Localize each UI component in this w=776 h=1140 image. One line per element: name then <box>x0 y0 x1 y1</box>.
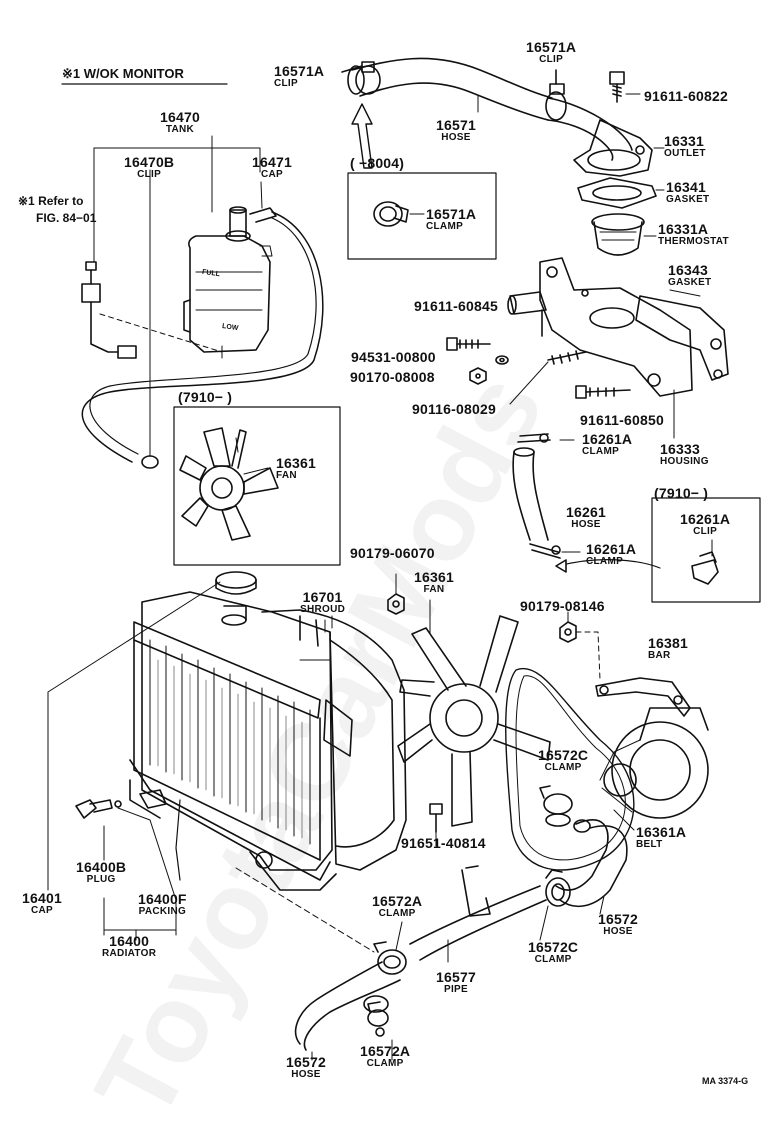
label-16571A-right: 16571A CLIP <box>526 39 577 65</box>
bolt-91611-60822 <box>610 72 640 102</box>
clamp-16572C-top <box>540 786 572 826</box>
label-16261A-bottom: 16261A CLAMP <box>586 541 637 567</box>
label-16470B: 16470B CLIP <box>124 154 175 180</box>
label-16571A-left: 16571A CLIP <box>274 63 325 89</box>
clamp-16572C-bottom <box>546 870 570 906</box>
label-16572C-top: 16572C CLAMP <box>538 747 589 773</box>
label-16361A: 16361A BELT <box>636 824 687 850</box>
asterisk-mark: ※1 <box>62 66 81 81</box>
label-16701: 16701 SHROUD <box>300 589 346 615</box>
reserve-tank-16470 <box>184 207 276 352</box>
label-16470: 16470 TANK <box>160 109 200 135</box>
label-16471: 16471 CAP <box>252 154 292 180</box>
label-16341: 16341 GASKET <box>666 179 710 205</box>
label-16343: 16343 GASKET <box>668 262 712 288</box>
water-outlet-16331 <box>574 120 664 176</box>
label-box-7910-fan: 16361 FAN <box>276 455 316 481</box>
label-16572-right: 16572 HOSE <box>598 911 638 937</box>
label-16571: 16571 HOSE <box>436 117 476 143</box>
figure-code: MA 3374-G <box>702 1076 749 1086</box>
label-90179-08146: 90179-08146 <box>520 598 605 614</box>
label-91611-60822: 91611-60822 <box>644 88 728 104</box>
lower-hose-16572-bottom <box>296 962 400 1050</box>
bypass-hose-16261 <box>513 434 560 558</box>
label-94531-00800: 94531-00800 <box>351 349 436 365</box>
stud-90116-08029 <box>510 351 586 404</box>
label-91611-60850: 91611-60850 <box>580 412 664 428</box>
bolt-91651-40814 <box>430 804 442 846</box>
label-91651-40814: 91651-40814 <box>401 835 486 851</box>
label-16572A-top: 16572A CLAMP <box>372 893 423 919</box>
thermostat-16331A <box>592 214 656 255</box>
bolt-91611-60845 <box>447 338 490 350</box>
label-16261: 16261 HOSE <box>566 504 606 530</box>
upper-hose-16571 <box>348 58 632 160</box>
washer-94531-00800 <box>496 356 508 364</box>
nut-90179-06070 <box>388 574 404 614</box>
label-16400: 16400 RADIATOR <box>102 933 157 959</box>
clip-16571A-right <box>546 70 566 120</box>
gasket-16341 <box>578 178 664 208</box>
lower-hose-16572-right <box>556 820 627 906</box>
label-16572C-bottom: 16572C CLAMP <box>528 939 579 965</box>
label-16331A: 16331A THERMOSTAT <box>658 221 729 247</box>
label-box-8004-period: ( −8004) <box>350 155 405 171</box>
label-box-8004-clamp: 16571A CLAMP <box>426 206 477 232</box>
fan-shroud-16701 <box>262 610 406 870</box>
label-16572-bottom: 16572 HOSE <box>286 1054 326 1080</box>
fan-16361 <box>398 600 550 826</box>
fan-16361-boxed <box>180 428 278 540</box>
gasket-16343 <box>636 290 728 380</box>
label-16331: 16331 OUTLET <box>664 133 706 159</box>
adjusting-bar-16381 <box>596 678 690 716</box>
level-sensor <box>82 262 222 358</box>
clip-16261A-boxed <box>692 540 718 584</box>
tube-clip-16470B <box>142 170 158 468</box>
header-monitor: ※1 W/OK MONITOR <box>62 67 184 80</box>
label-16400F: 16400F PACKING <box>138 891 187 917</box>
label-16577: 16577 PIPE <box>436 969 476 995</box>
label-16333: 16333 HOUSING <box>660 441 709 467</box>
nut-90179-08146 <box>560 622 600 680</box>
drain-plug-16400B <box>76 800 121 818</box>
label-16572A-bottom: 16572A CLAMP <box>360 1043 411 1069</box>
water-pipe-16577 <box>410 866 546 960</box>
water-housing-16333 <box>508 258 692 438</box>
label-91611-60845: 91611-60845 <box>414 298 498 314</box>
label-box-7910-clip: 16261A CLIP <box>680 511 731 537</box>
label-16401: 16401 CAP <box>22 890 62 916</box>
label-box-7910-fan-period: (7910− ) <box>178 389 233 405</box>
refer-note-line2: FIG. 84−01 <box>36 211 97 225</box>
clip-16571A-left <box>342 62 380 94</box>
label-16261A-top: 16261A CLAMP <box>582 431 633 457</box>
label-90170-08008: 90170-08008 <box>350 369 435 385</box>
label-90179-06070: 90179-06070 <box>350 545 435 561</box>
refer-note-line1: ※1 Refer to <box>18 194 84 208</box>
clamp-16572A-bottom <box>368 1002 388 1036</box>
radiator-16400 <box>130 572 336 890</box>
label-16361: 16361 FAN <box>414 569 454 595</box>
clamp-16571A-boxed <box>374 202 424 226</box>
monitor-label: W/OK MONITOR <box>83 66 184 81</box>
label-90116-08029: 90116-08029 <box>412 401 496 417</box>
label-box-7910-clip-period: (7910− ) <box>654 485 709 501</box>
alternator <box>600 708 708 818</box>
nut-90170-08008 <box>470 368 486 384</box>
clamp-16572A-top <box>374 942 406 974</box>
bolt-91611-60850 <box>576 386 630 398</box>
label-16381: 16381 BAR <box>648 635 688 661</box>
label-16400B: 16400B PLUG <box>76 859 127 885</box>
